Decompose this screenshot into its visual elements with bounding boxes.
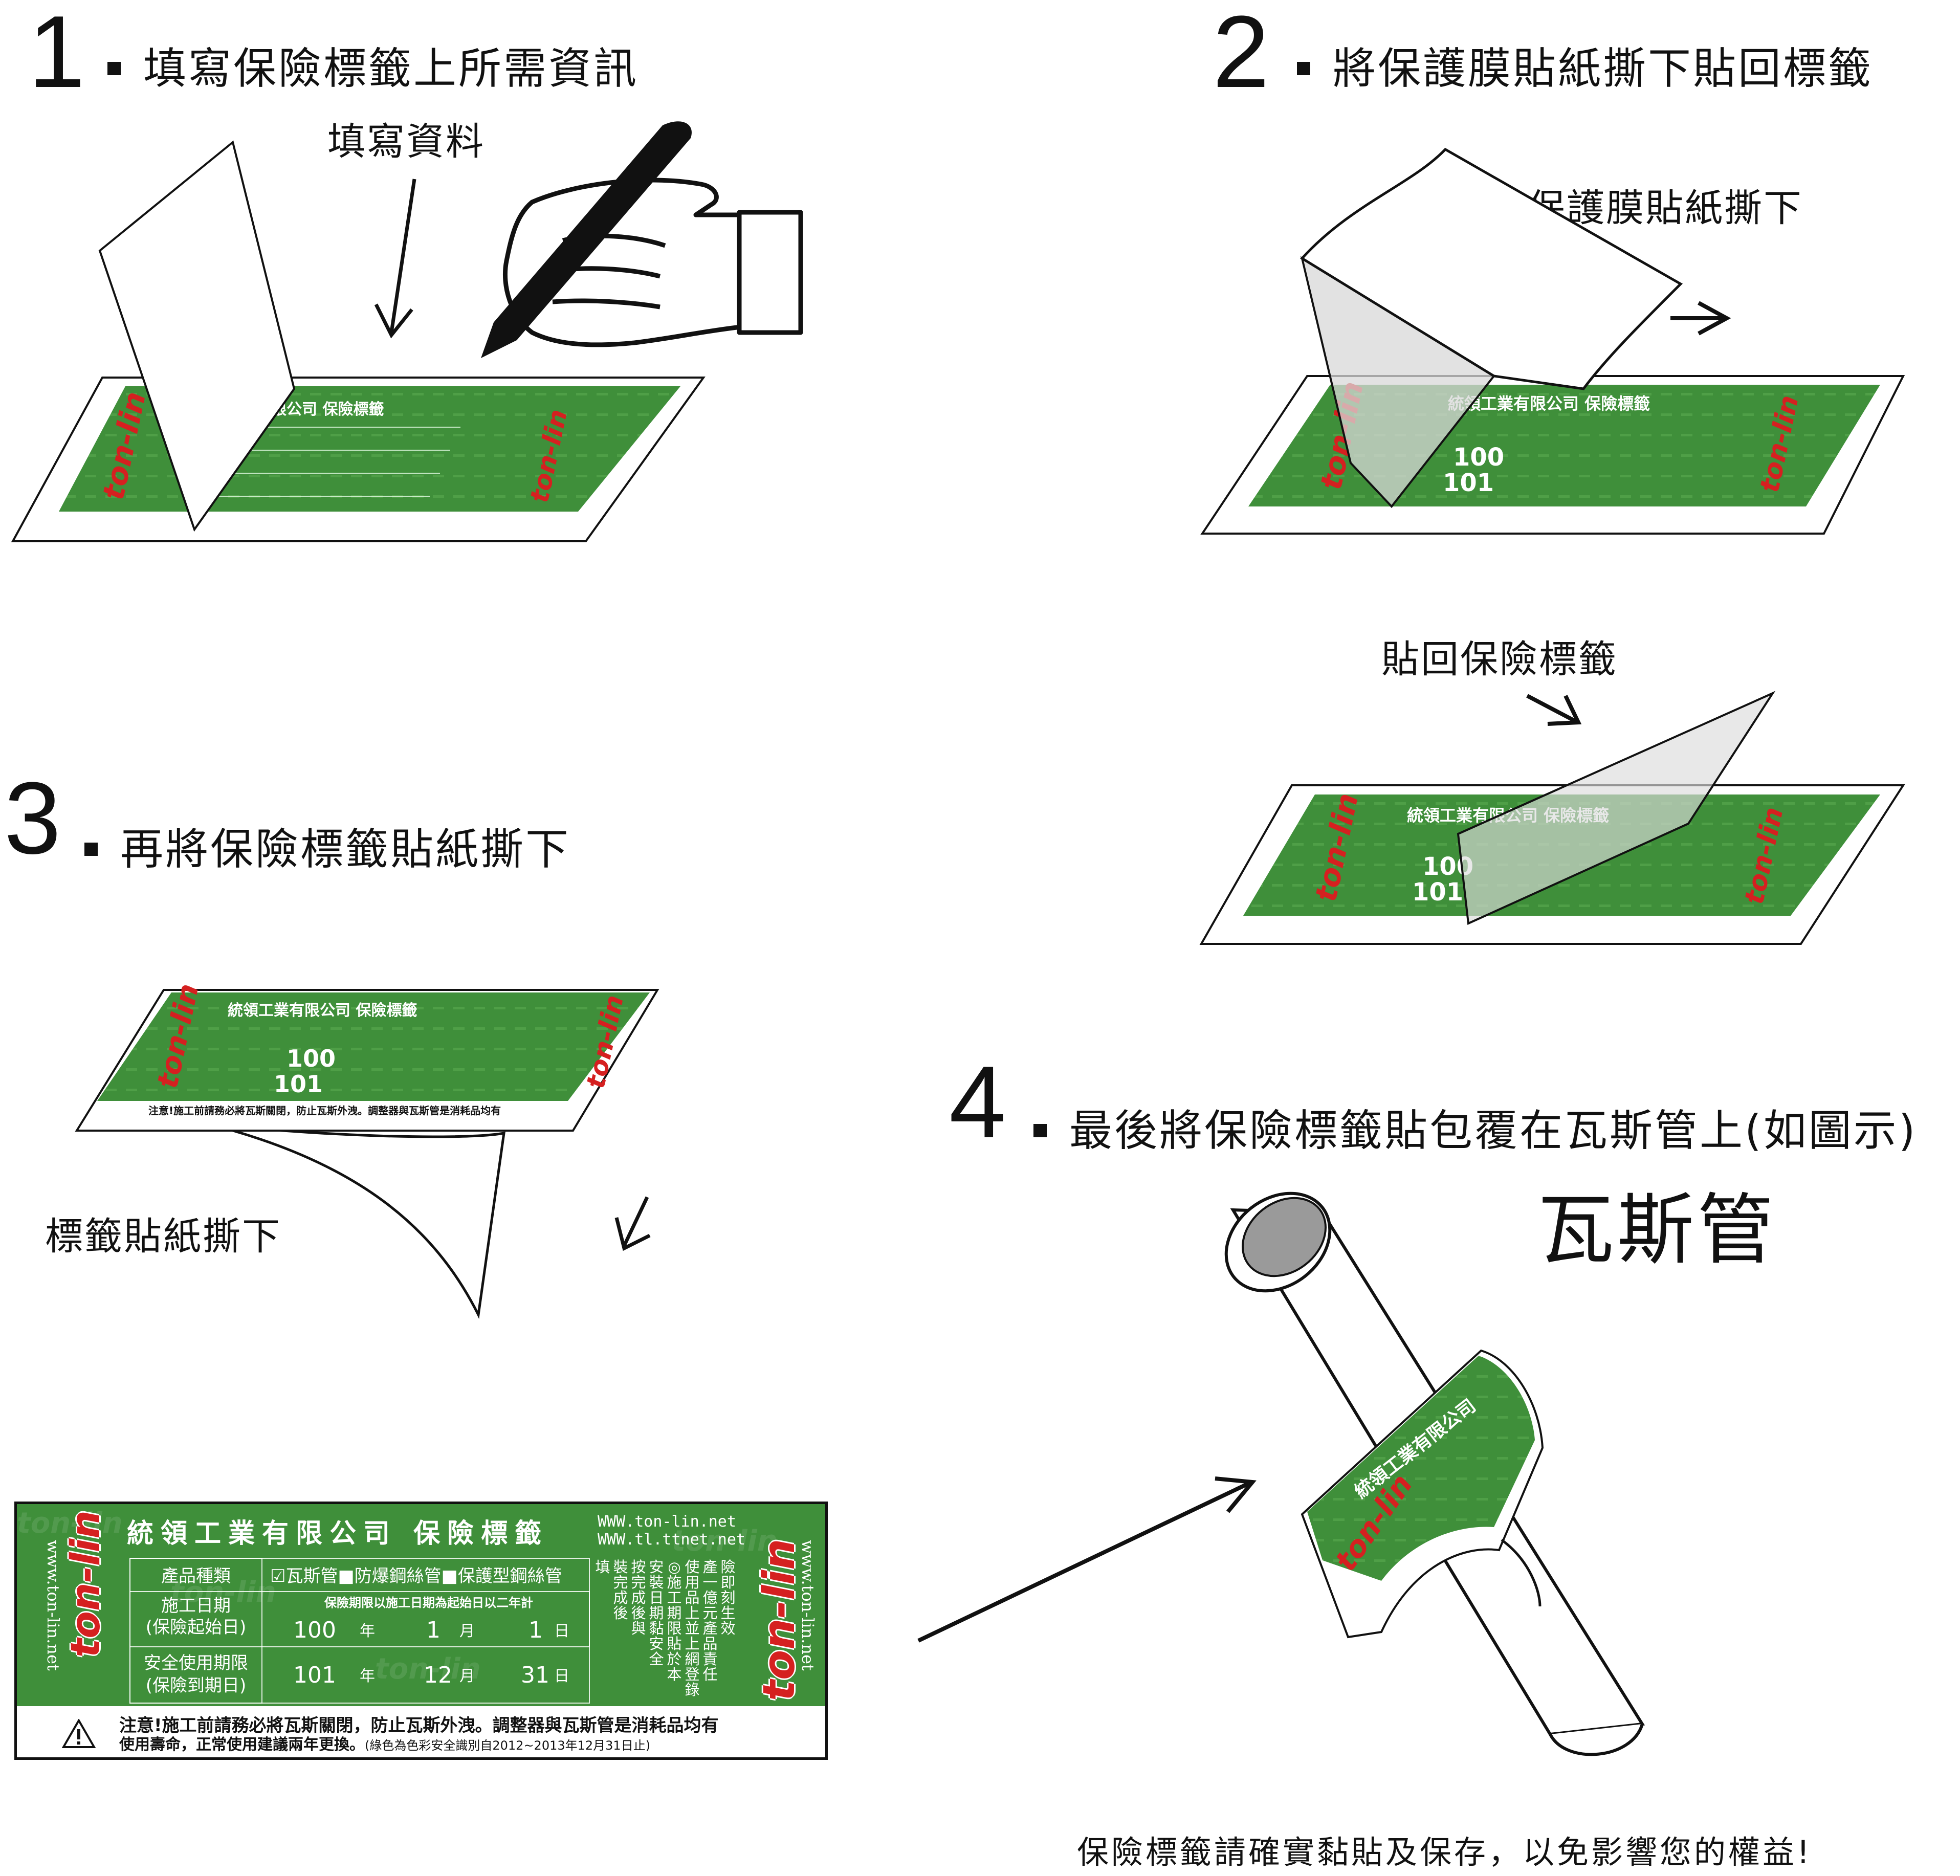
label-unit-month: 月 <box>459 1622 475 1640</box>
caption-peel-label: 標籤貼紙撕下 <box>45 1215 281 1259</box>
label-product-options: ☑瓦斯管■防爆鋼絲管■保護型鋼絲管 <box>270 1566 562 1586</box>
label-end-day: 31 <box>521 1662 549 1688</box>
label-start-day: 1 <box>528 1617 543 1643</box>
label-table-divider <box>129 1591 590 1647</box>
label-expiry-sub: (保險到期日) <box>145 1675 247 1696</box>
label-install-date-label: 施工日期 <box>161 1596 231 1616</box>
svg-text:101: 101 <box>1443 469 1494 497</box>
label-logo-left: ton-lin <box>63 1510 109 1658</box>
label-warning-line-1: 注意!施工前請務必將瓦斯關閉，防止瓦斯外洩。調整器與瓦斯管是消耗品均有 <box>119 1715 719 1736</box>
label-green-area: ton-lin ton-lin ton-lin ton-lin www.ton-… <box>17 1504 825 1706</box>
label-site-1: WWW.ton-lin.net <box>598 1513 736 1531</box>
svg-text:注意!施工前請務必將瓦斯關閉，防止瓦斯外洩。調整器與瓦斯管是: 注意!施工前請務必將瓦斯關閉，防止瓦斯外洩。調整器與瓦斯管是消耗品均有 <box>148 1105 501 1117</box>
svg-text:101: 101 <box>1412 878 1463 907</box>
label-end-month: 12 <box>424 1662 452 1688</box>
svg-text:101: 101 <box>274 1070 323 1098</box>
label-watermark: ton-lin <box>672 1525 778 1558</box>
label-watermark: ton-lin <box>170 1576 276 1609</box>
svg-text:100: 100 <box>287 1045 336 1072</box>
insurance-label-sample: ton-lin ton-lin ton-lin ton-lin www.ton-… <box>14 1502 828 1760</box>
step-4-title: 最後將保險標籤貼包覆在瓦斯管上(如圖示) <box>1033 1109 1918 1152</box>
label-vertical-column: 裝完成後 <box>613 1558 628 1622</box>
label-vertical-column: 險即刻生效 <box>720 1558 736 1637</box>
label-site-2: WWW.tl.ttnet.net <box>598 1531 745 1549</box>
step-4-number: 4 <box>949 1045 1006 1159</box>
svg-text:統領工業有限公司 保險標籤: 統領工業有限公司 保險標籤 <box>1448 394 1650 413</box>
caption-fill-data: 填寫資料 <box>327 120 485 164</box>
label-logo-right: ton-lin <box>754 1538 805 1701</box>
caption-gas-pipe: 瓦斯管 <box>1537 1186 1777 1275</box>
label-vertical-column: 安裝日期黏安全 <box>649 1558 664 1668</box>
label-unit-year: 年 <box>360 1667 375 1685</box>
label-expiry-label: 安全使用期限 <box>144 1653 248 1673</box>
step-2-number: 2 <box>1213 0 1270 109</box>
label-unit-day: 日 <box>554 1667 569 1685</box>
warning-icon <box>62 1719 96 1748</box>
label-unit-month: 月 <box>459 1667 475 1685</box>
label-vertical-column: ◎施工期限貼於本 <box>667 1558 682 1683</box>
svg-text:統領工業有限公司 保險標籤: 統領工業有限公司 保險標籤 <box>228 1002 417 1020</box>
step1-scene: 有限公司 保險標籤 ton-lin ton-lin <box>11 121 803 542</box>
label-watermark: ton-lin <box>17 1507 123 1540</box>
label-start-year: 100 <box>293 1617 336 1643</box>
label-vertical-column: 按完成後與 <box>631 1558 646 1637</box>
label-vertical-column: 產一億元產品責任 <box>702 1558 718 1683</box>
caption-stick-back: 貼回保險標籤 <box>1381 637 1618 681</box>
step2-scene: 統領工業有限公司 保險標籤 100 101 ton-lin ton-lin <box>1200 147 1905 535</box>
step4-pipe-scene: 統領工業有限公司 ton-lin <box>917 1191 1645 1756</box>
step-2-title: 將保護膜貼紙撕下貼回標籤 <box>1297 47 1873 90</box>
stick-back-scene: 統領工業有限公司 保險標籤 100 101 ton-lin ton-lin <box>1199 691 1905 945</box>
label-start-month: 1 <box>426 1617 441 1643</box>
label-vertical-site-left: www.ton-lin.net <box>43 1540 63 1671</box>
step-3-title: 再將保險標籤貼紙撕下 <box>84 828 570 871</box>
label-unit-day: 日 <box>554 1622 569 1640</box>
label-install-date-sub: (保險起始日) <box>145 1617 247 1638</box>
label-end-year: 101 <box>293 1662 336 1688</box>
step-3-number: 3 <box>4 761 61 875</box>
step-1-title: 填寫保險標籤上所需資訊 <box>107 47 638 90</box>
label-warning-line-2: 使用壽命，正常使用建議兩年更換。(綠色為色彩安全識別自2012~2013年12月… <box>119 1732 650 1754</box>
label-unit-year: 年 <box>360 1622 375 1640</box>
step3-scene: 統領工業有限公司 保險標籤 100 101 ton-lin ton-lin 注意… <box>75 981 659 1319</box>
label-vertical-site-right: www.ton-lin.net <box>798 1540 818 1671</box>
caption-peel-film: 保護膜貼紙撕下 <box>1527 186 1803 230</box>
label-warning-small: (綠色為色彩安全識別自2012~2013年12月31日止) <box>365 1738 651 1753</box>
label-vertical-column: 使用品上並上網登錄 <box>685 1558 700 1698</box>
svg-text:100: 100 <box>1453 443 1504 472</box>
step-1-number: 1 <box>28 0 85 109</box>
label-period-note: 保險期限以施工日期為起始日以二年計 <box>324 1596 533 1610</box>
label-watermark: ton-lin <box>375 1652 481 1686</box>
label-product-type-label: 產品種類 <box>161 1566 231 1586</box>
label-vertical-column: 填 <box>595 1558 610 1576</box>
label-warning-text: 使用壽命，正常使用建議兩年更換。 <box>119 1736 365 1754</box>
footer-note: 保險標籤請確實黏貼及保存，以免影響您的權益! <box>1077 1834 1812 1871</box>
label-company-name: 統領工業有限公司 保險標籤 <box>127 1518 549 1549</box>
